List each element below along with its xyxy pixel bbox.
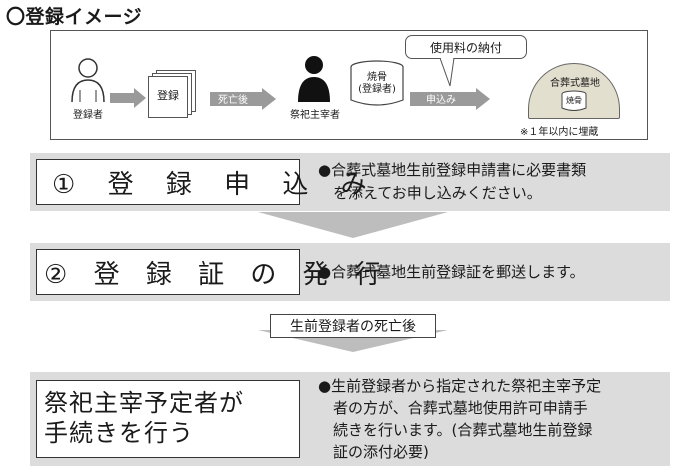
step-2-title-box [36, 249, 300, 295]
cemetery-label: 合葬式墓地 [550, 78, 600, 89]
step-2-title: ② 登 録 証 の 発 行 [44, 260, 390, 290]
down-arrow-icon [258, 212, 448, 238]
step-3-title-box [36, 380, 300, 458]
applicant-person-icon [71, 58, 105, 103]
step-3-description: ●生前登録者から指定された祭祀主宰予定 者の方が、合葬式墓地使用許可申請手 続き… [318, 377, 602, 461]
urn-label: 焼骨 (登録者) [358, 72, 396, 95]
applicant-label: 登録者 [73, 110, 103, 121]
cemetery-urn-icon [561, 90, 587, 111]
page-title: 〇登録イメージ [6, 6, 143, 28]
fee-payment-callout: 使用料の納付 [405, 35, 527, 59]
burial-note: ※１年以内に埋蔵 [520, 127, 599, 138]
step-1-title-box [36, 159, 300, 205]
cremated-remains-urn-icon [350, 60, 404, 106]
document-label: 登録 [157, 89, 179, 102]
overview-diagram-frame [50, 30, 648, 140]
arrow-right-icon [210, 88, 276, 110]
cemetery-urn-label: 焼骨 [566, 96, 582, 105]
after-death-label: 生前登録者の死亡後 [270, 314, 436, 338]
arrow-right-icon [110, 88, 146, 108]
step-3-title: 祭祀主宰予定者が 手続きを行う [44, 389, 244, 447]
after-death-arrow-label: 死亡後 [218, 95, 248, 106]
chief-mourner-person-icon [298, 56, 330, 102]
arrow-right-icon [410, 88, 490, 110]
chief-mourner-label: 祭祀主宰者 [290, 110, 340, 121]
callout-pointer-icon [439, 58, 455, 87]
step-1-title: ① 登 録 申 込 み [52, 170, 379, 200]
step-2-description: ●合葬式墓地生前登録証を郵送します。 [318, 263, 585, 281]
apply-arrow-label: 申込み [426, 95, 456, 106]
registration-document-stack: 登録 [148, 70, 196, 118]
step-1-description: ●合葬式墓地生前登録申請書に必要書類 を添えてお申し込みください。 [318, 161, 587, 202]
